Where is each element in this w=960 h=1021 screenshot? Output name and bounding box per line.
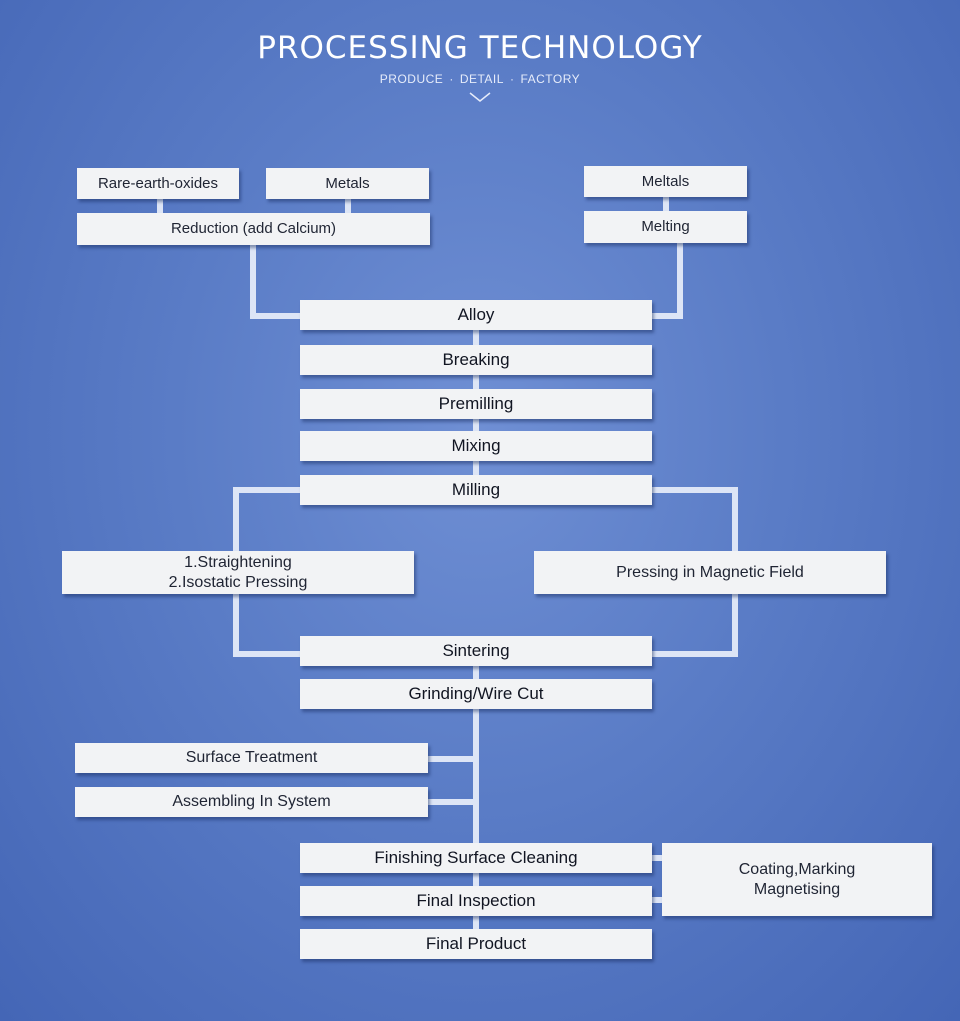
label-magnetising: Magnetising — [753, 880, 841, 898]
label-straightening: 1.Straightening — [184, 553, 292, 571]
box-pressing-magnetic-field: Pressing in Magnetic Field — [534, 551, 886, 594]
subtitle-factory: FACTORY — [520, 72, 581, 86]
box-final-product: Final Product — [300, 929, 652, 959]
box-finishing-surface-cleaning: Finishing Surface Cleaning — [300, 843, 652, 873]
box-breaking: Breaking — [300, 345, 652, 375]
box-sintering: Sintering — [300, 636, 652, 666]
box-mixing: Mixing — [300, 431, 652, 461]
box-alloy: Alloy — [300, 300, 652, 330]
box-assembling-in-system: Assembling In System — [75, 787, 428, 817]
page-title: PROCESSING TECHNOLOGY — [257, 30, 703, 66]
box-surface-treatment: Surface Treatment — [75, 743, 428, 773]
connector-melting-alloy — [652, 243, 683, 319]
label-coating-marking: Coating,Marking — [738, 860, 856, 878]
box-grinding-wire-cut: Grinding/Wire Cut — [300, 679, 652, 709]
box-coating-marking-magnetising: Coating,Marking Magnetising — [662, 843, 932, 916]
connector-reduction-alloy — [250, 245, 300, 319]
chevron-down-icon — [469, 92, 491, 102]
box-metals: Metals — [266, 168, 429, 199]
subtitle-detail: DETAIL — [459, 72, 504, 86]
box-final-inspection: Final Inspection — [300, 886, 652, 916]
label-isostatic-pressing: 2.Isostatic Pressing — [168, 573, 308, 591]
box-straightening-isostatic: 1.Straightening 2.Isostatic Pressing — [62, 551, 414, 594]
box-premilling: Premilling — [300, 389, 652, 419]
box-melting: Melting — [584, 211, 747, 243]
page-subtitle: PRODUCE·DETAIL·FACTORY — [379, 72, 581, 86]
subtitle-produce: PRODUCE — [379, 72, 444, 86]
box-milling: Milling — [300, 475, 652, 505]
box-rare-earth-oxides: Rare-earth-oxides — [77, 168, 239, 199]
box-meltals: Meltals — [584, 166, 747, 197]
box-reduction: Reduction (add Calcium) — [77, 213, 430, 245]
